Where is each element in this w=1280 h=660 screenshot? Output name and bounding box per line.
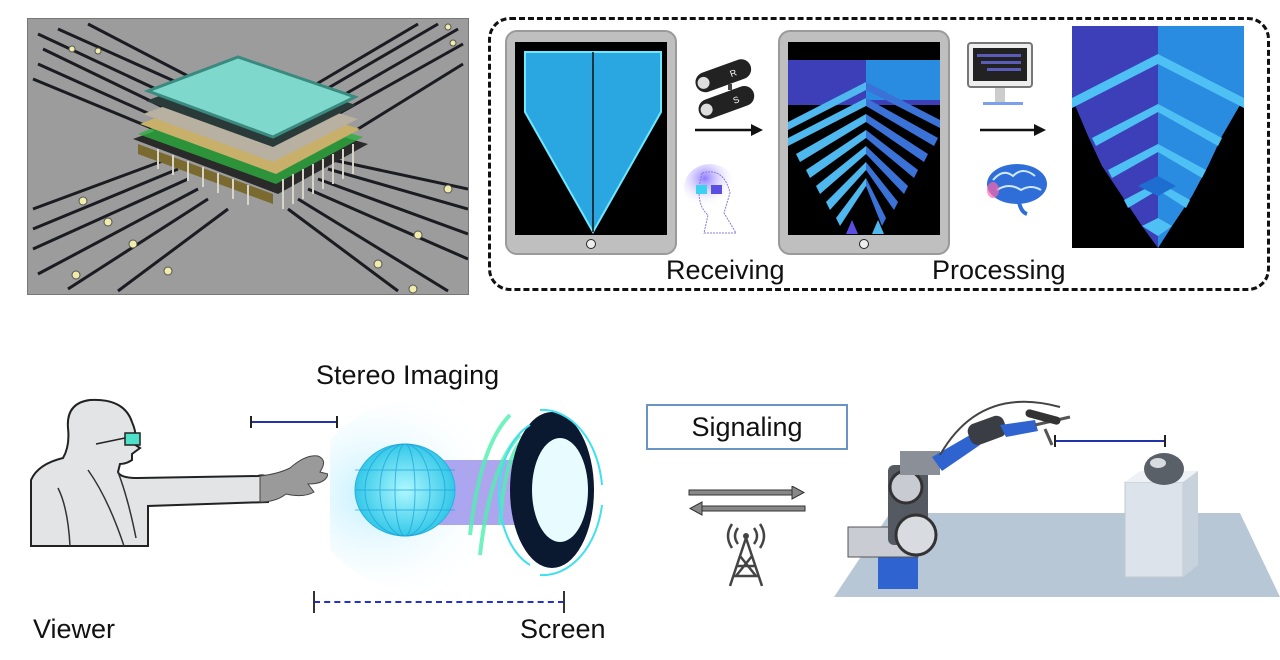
receiving-processing-pipeline (488, 17, 1270, 291)
stereo-camera-icon: R S (695, 59, 755, 119)
striped-v-image (788, 60, 940, 234)
camera-label-s: S (732, 94, 741, 105)
stereo-imaging-label: Stereo Imaging (316, 360, 500, 390)
brain-icon (987, 164, 1047, 216)
tablet-home-button (586, 239, 596, 249)
hologram-sphere (330, 400, 603, 590)
receiving-label: Receiving (666, 255, 785, 285)
screen-distance-scale (313, 591, 565, 613)
tablet-v-shape (505, 30, 677, 255)
robot-arm-scene (834, 400, 1280, 597)
reconstructed-3d-shape (1072, 26, 1244, 248)
tablet-striped-3d (778, 30, 950, 255)
screen-label: Screen (520, 614, 606, 644)
metal-sphere (1144, 453, 1184, 485)
viewer-silhouette (30, 398, 328, 547)
circuit-board-icon (28, 19, 468, 294)
v-shape-image (524, 51, 662, 235)
bidirectional-arrows-icon (688, 486, 806, 516)
robot-distance-scale (1054, 435, 1166, 447)
chip-illustration (27, 18, 469, 295)
camera-label-r: R (729, 67, 739, 79)
viewer-label: Viewer (33, 614, 116, 644)
signaling-label: Signaling (691, 411, 803, 442)
signaling-box: Signaling (646, 404, 848, 450)
tablet-home-button (859, 239, 869, 249)
arrow-right-icon (695, 124, 763, 136)
monitor-noise-icon (967, 42, 1033, 105)
antenna-tower-icon (726, 523, 766, 587)
processing-label: Processing (932, 255, 1066, 285)
viewer-distance-scale (250, 416, 338, 428)
vr-head-icon (684, 164, 737, 234)
arrow-right-icon (980, 124, 1046, 136)
robot-arm (847, 400, 1071, 589)
